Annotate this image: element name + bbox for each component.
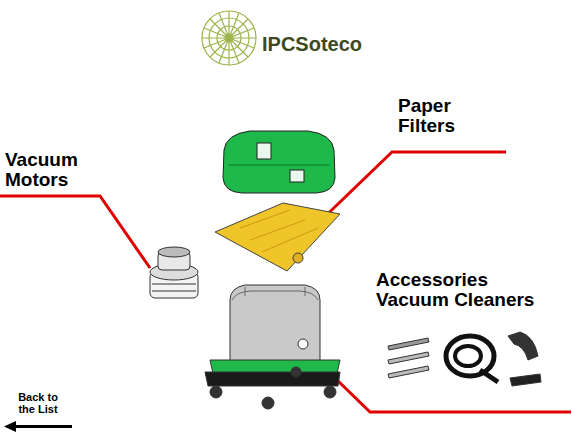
arrow-head [4, 421, 16, 432]
wand [388, 338, 429, 350]
crevice-tool [510, 374, 541, 386]
part-label: Accessories Vacuum Cleaners [376, 270, 544, 310]
part-label: Paper Filters [398, 96, 498, 136]
logo-emblem [202, 11, 256, 65]
lid-body [223, 131, 335, 193]
nav-link: Back to the List [12, 392, 64, 415]
tank-body [230, 285, 320, 370]
logo-spokes [202, 11, 256, 65]
lid-handle [257, 143, 271, 159]
vacuum-motor [150, 247, 198, 298]
caster [324, 386, 336, 398]
leader-line [0, 196, 150, 268]
hose-end [480, 370, 498, 382]
filter-bag [215, 203, 340, 271]
hose [446, 336, 494, 376]
lid-edge [228, 165, 330, 166]
base-frame [205, 372, 340, 386]
wand [388, 352, 429, 364]
caster [210, 386, 222, 398]
hose [455, 346, 481, 366]
leader-line [312, 152, 506, 229]
lid [223, 131, 335, 193]
logo-ring [202, 11, 256, 65]
back-arrow [4, 421, 72, 432]
tank-inlet [298, 339, 308, 349]
filter-folds [240, 210, 318, 252]
logo-text: IPCSoteco [262, 34, 382, 55]
lid-latch [290, 170, 304, 182]
wand [388, 366, 429, 378]
caster [262, 397, 274, 409]
tank [205, 285, 340, 409]
caster [291, 367, 301, 377]
accessories [388, 332, 541, 386]
filter-collar [293, 253, 303, 263]
motor-cap [158, 247, 190, 257]
arrow-shaft [14, 425, 72, 428]
elbow [508, 332, 538, 360]
tank-inner [245, 287, 305, 296]
motor-bands [152, 284, 196, 291]
paper-filter [215, 203, 340, 271]
part-label: Vacuum Motors [5, 150, 115, 190]
